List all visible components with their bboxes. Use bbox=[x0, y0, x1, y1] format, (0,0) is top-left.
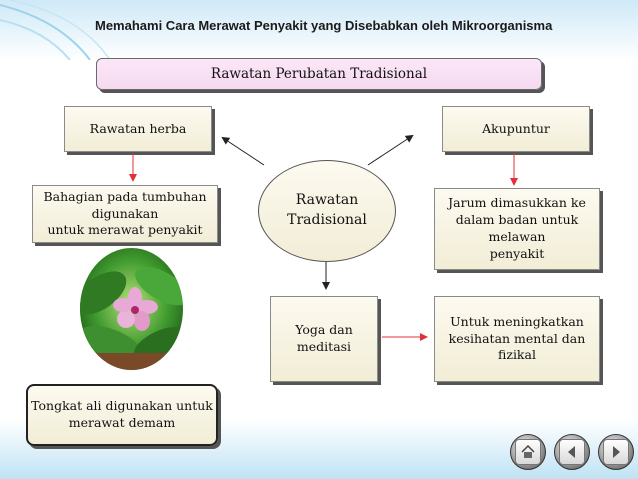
akupuntur-desc-box: Jarum dimasukkan ke dalam badan untuk me… bbox=[434, 188, 600, 270]
center-line-2: Tradisional bbox=[287, 212, 367, 228]
herba-desc-line-2: digunakan bbox=[91, 205, 159, 221]
herba-label: Rawatan herba bbox=[89, 120, 187, 136]
home-button[interactable] bbox=[510, 434, 546, 470]
yoga-line-2: meditasi bbox=[296, 339, 352, 354]
yoga-desc-line-3: fizikal bbox=[498, 347, 536, 363]
banner-text: Rawatan Perubatan Tradisional bbox=[210, 65, 428, 82]
yoga-desc-line-2: kesihatan mental dan bbox=[448, 330, 586, 346]
top-background bbox=[0, 0, 638, 60]
plant-photo bbox=[80, 248, 183, 370]
herba-desc-line-1: Bahagian pada tumbuhan bbox=[43, 188, 207, 204]
herba-box: Rawatan herba bbox=[64, 106, 212, 152]
yoga-desc-line-1: Untuk meningkatkan bbox=[450, 313, 584, 329]
arrow-center-to-akupuntur bbox=[367, 134, 414, 166]
akupuntur-desc-line-1: Jarum dimasukkan ke bbox=[448, 195, 586, 211]
back-button[interactable] bbox=[554, 434, 590, 470]
tongkat-line-2: merawat demam bbox=[68, 415, 176, 430]
tongkat-box: Tongkat ali digunakan untuk merawat dema… bbox=[26, 384, 218, 446]
akupuntur-box: Akupuntur bbox=[442, 106, 590, 152]
yoga-line-1: Yoga dan bbox=[295, 322, 353, 338]
top-swoosh-decoration bbox=[0, 0, 111, 60]
center-ellipse: Rawatan Tradisional bbox=[258, 160, 396, 262]
arrow-center-to-herba bbox=[221, 136, 265, 166]
akupuntur-desc-line-3: melawan bbox=[488, 229, 546, 244]
yoga-box: Yoga dan meditasi bbox=[270, 296, 378, 382]
yoga-desc-box: Untuk meningkatkan kesihatan mental dan … bbox=[434, 296, 600, 382]
akupuntur-label: Akupuntur bbox=[482, 120, 550, 136]
back-icon bbox=[559, 439, 585, 465]
akupuntur-desc-line-2: dalam badan untuk bbox=[455, 212, 579, 228]
banner-box: Rawatan Perubatan Tradisional bbox=[96, 58, 542, 90]
tongkat-line-1: Tongkat ali digunakan untuk bbox=[31, 398, 213, 414]
forward-icon bbox=[603, 439, 629, 465]
forward-button[interactable] bbox=[598, 434, 634, 470]
page-title: Memahami Cara Merawat Penyakit yang Dise… bbox=[95, 18, 553, 33]
herba-desc-line-3: untuk merawat penyakit bbox=[47, 222, 203, 238]
center-line-1: Rawatan bbox=[295, 192, 359, 209]
home-icon bbox=[515, 439, 541, 465]
akupuntur-desc-line-4: penyakit bbox=[489, 245, 545, 261]
herba-desc-box: Bahagian pada tumbuhan digunakan untuk m… bbox=[32, 185, 218, 243]
